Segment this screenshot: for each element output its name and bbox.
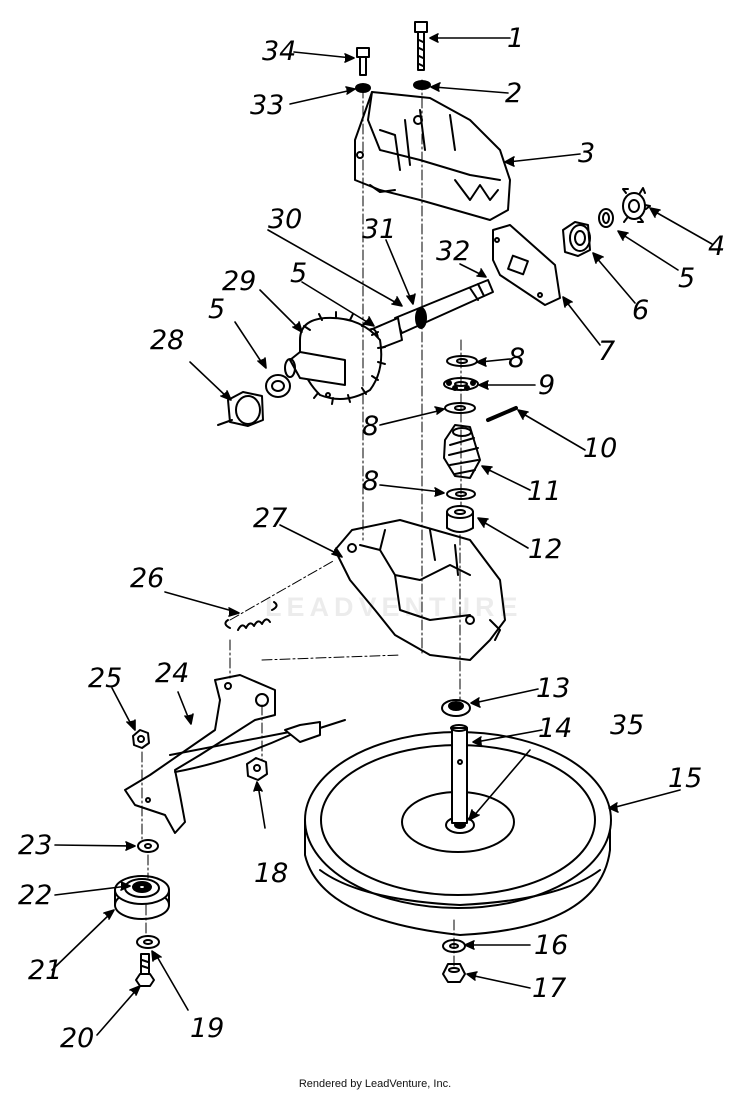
callout-14: 14 — [538, 713, 573, 744]
callout-7: 7 — [598, 336, 616, 367]
callout-5: 5 — [678, 263, 696, 294]
part-3-upper-housing — [355, 92, 510, 220]
callout-31: 31 — [362, 214, 397, 245]
part-19-washer — [137, 936, 159, 948]
callout-10: 10 — [583, 433, 618, 464]
callout-1: 1 — [507, 23, 525, 54]
cable — [175, 720, 345, 772]
part-5-washer-right — [599, 209, 613, 227]
callout-9: 9 — [538, 370, 556, 401]
callout-11: 11 — [527, 476, 562, 507]
part-8-washer-middle — [445, 403, 475, 413]
callout-4: 4 — [708, 231, 726, 262]
part-17-nut — [443, 964, 465, 982]
callout-6: 6 — [632, 295, 650, 326]
callout-22: 22 — [18, 880, 53, 911]
part-27-lower-housing — [335, 520, 505, 660]
part-26-spring — [225, 602, 276, 630]
callout-3: 3 — [578, 138, 596, 169]
callout-18: 18 — [254, 858, 289, 889]
part-24-idler-bracket — [125, 675, 300, 833]
part-5-washer-left — [266, 375, 290, 397]
assembly-lines — [142, 80, 461, 968]
part-7-plate — [493, 225, 560, 305]
callout-34: 34 — [262, 36, 297, 67]
part-23-washer — [138, 840, 158, 852]
callout-5: 5 — [290, 258, 308, 289]
part-8-washer-top — [447, 356, 477, 366]
watermark: LEADVENTURE — [265, 592, 523, 622]
part-13-bearing — [442, 700, 470, 716]
part-34-bolt — [357, 48, 369, 75]
callout-19: 19 — [190, 1013, 225, 1044]
part-14-shaft — [451, 725, 467, 823]
callout-20: 20 — [60, 1023, 95, 1054]
callout-26: 26 — [130, 563, 165, 594]
callout-5: 5 — [208, 294, 226, 325]
callout-12: 12 — [528, 534, 563, 565]
part-1-bolt — [415, 22, 427, 70]
callout-21: 21 — [28, 955, 63, 986]
callout-29: 29 — [222, 266, 257, 297]
callout-17: 17 — [532, 973, 567, 1004]
callout-2: 2 — [505, 78, 523, 109]
callout-35-main: 35 — [610, 710, 645, 741]
callout-30: 30 — [268, 204, 303, 235]
part-22-bearing — [133, 882, 151, 892]
part-18-nut — [247, 758, 267, 780]
part-28-bushing — [218, 392, 263, 426]
part-12-bearing — [447, 506, 473, 532]
callout-8: 8 — [362, 411, 380, 442]
callout-33: 33 — [250, 90, 285, 121]
part-20-shoulder-bolt — [136, 954, 154, 986]
part-10-pin — [488, 408, 516, 420]
callout-32: 32 — [436, 236, 471, 267]
footer-credit: Rendered by LeadVenture, Inc. — [298, 1078, 452, 1090]
callout-28: 28 — [150, 325, 185, 356]
leader-lines — [52, 34, 712, 1035]
callout-15: 15 — [668, 763, 703, 794]
callout-8: 8 — [508, 343, 526, 374]
part-4-sprocket — [623, 188, 650, 222]
callout-24: 24 — [155, 658, 190, 689]
callout-16: 16 — [534, 930, 569, 961]
part-11-worm-gear — [444, 425, 480, 478]
part-29-bevel-gear — [285, 312, 385, 404]
callout-13: 13 — [536, 673, 571, 704]
callout-23: 23 — [18, 830, 53, 861]
callout-8: 8 — [362, 466, 380, 497]
part-32-shaft — [366, 280, 493, 351]
callout-25: 25 — [88, 663, 123, 694]
callout-27: 27 — [253, 503, 288, 534]
part-6-bushing — [563, 222, 590, 256]
part-25-nut — [133, 730, 149, 748]
